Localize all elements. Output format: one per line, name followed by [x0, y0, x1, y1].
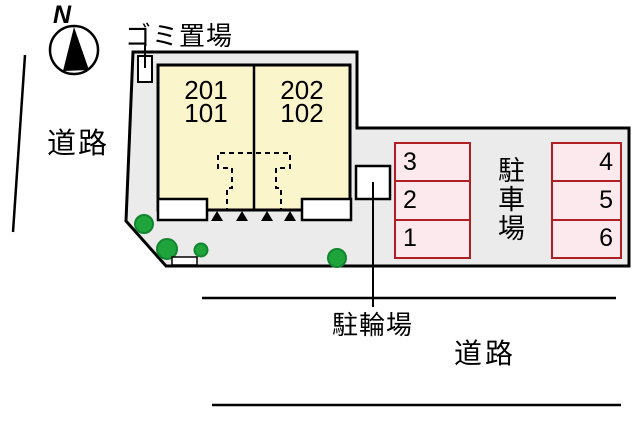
parking-space-1: 1	[396, 218, 469, 257]
tree-icon	[327, 248, 347, 268]
unit-upper-number: 201	[184, 75, 228, 105]
unit-label-202-102: 202 102	[254, 75, 350, 128]
parking-space-3: 3	[403, 147, 417, 176]
ground-marker-rect	[171, 256, 198, 266]
tree-icon	[156, 238, 178, 260]
porch-right	[300, 197, 353, 222]
unit-lower-number: 102	[280, 98, 324, 128]
parking-column-right: 4 5 6	[551, 142, 622, 259]
shrub-triangle-icon	[236, 211, 248, 221]
unit-upper-number: 202	[280, 75, 324, 105]
compass-north-label: N	[53, 1, 72, 29]
parking-column-left: 3 2 1	[394, 142, 471, 259]
parking-space-2: 2	[396, 180, 469, 218]
bicycle-parking-label: 駐輪場	[332, 310, 414, 340]
road-label-left: 道路	[47, 128, 110, 160]
shrub-triangle-icon	[284, 211, 296, 221]
porch-left	[156, 197, 209, 222]
compass-icon	[48, 24, 100, 76]
parking-lot-label: 駐車場	[494, 156, 524, 243]
stair-dashed-left	[217, 152, 252, 210]
unit-label-201-101: 201 101	[158, 75, 254, 128]
parking-space-5: 5	[553, 180, 620, 218]
garbage-area-label: ゴミ置場	[125, 21, 234, 51]
unit-lower-number: 101	[184, 98, 228, 128]
stair-dashed-right	[256, 152, 291, 210]
shrub-triangle-icon	[211, 211, 223, 221]
parking-space-4: 4	[599, 147, 613, 176]
tree-icon	[193, 242, 209, 258]
road-label-bottom: 道路	[454, 338, 517, 369]
road-edge-left	[11, 54, 27, 233]
shrub-triangle-icon	[261, 211, 273, 221]
parking-space-6: 6	[553, 218, 620, 257]
tree-icon	[134, 214, 154, 234]
